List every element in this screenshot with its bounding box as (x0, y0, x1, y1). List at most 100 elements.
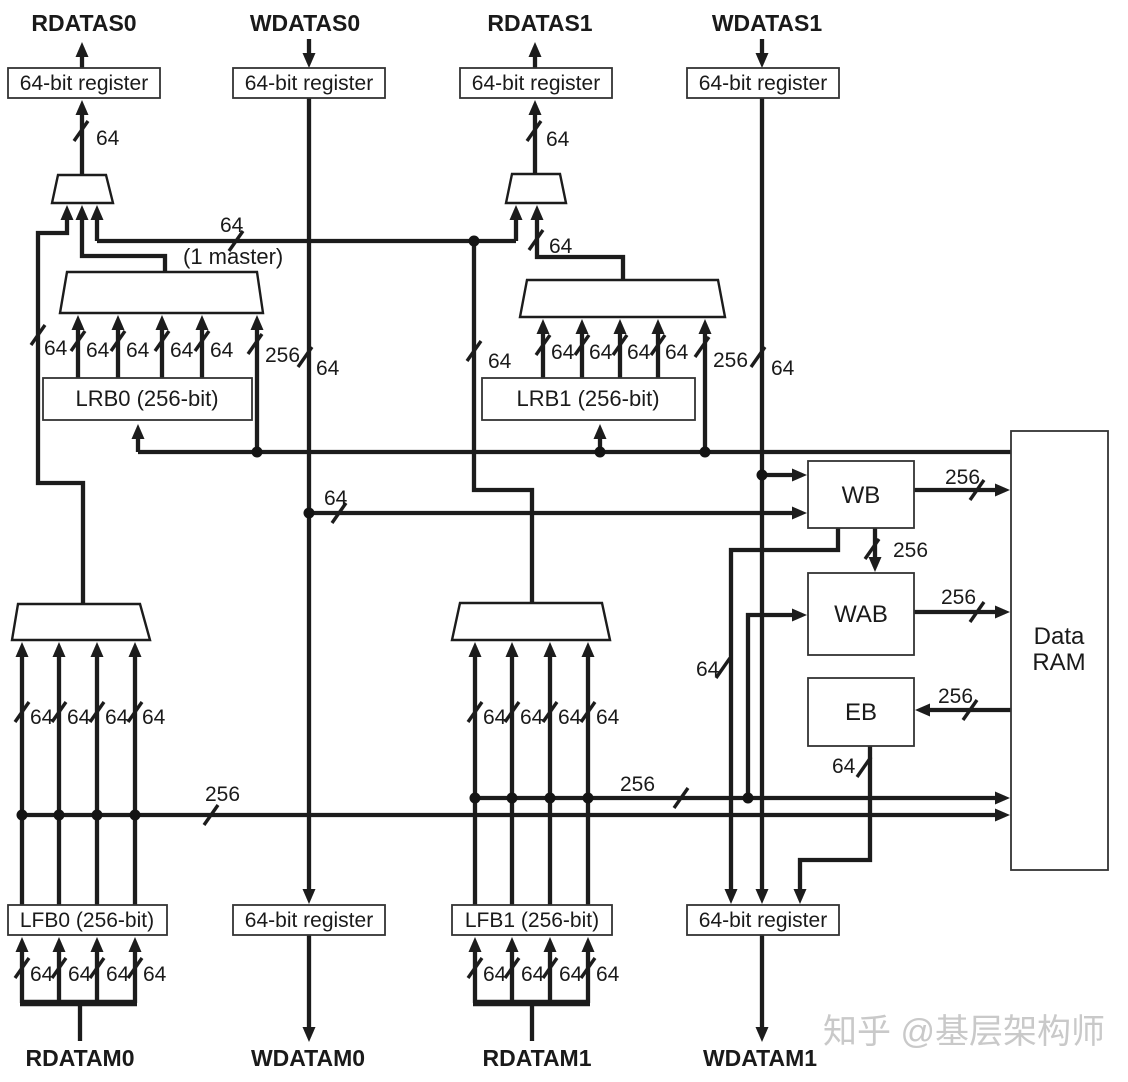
register-rdatas1-label: 64-bit register (472, 72, 600, 95)
register-rdatas0-box (7, 67, 161, 99)
register-wdatam1-label: 64-bit register (699, 909, 827, 932)
bus-slash (611, 334, 629, 356)
junction-dot (53, 809, 65, 821)
bus-slash (714, 657, 732, 679)
junction-dot (129, 809, 141, 821)
bus-width-label: 64 (68, 963, 92, 986)
register-wdatam1-box (686, 904, 840, 936)
register-wdatas0-label: 64-bit register (245, 72, 373, 95)
junction-dot (251, 446, 263, 458)
bus-width-label: 256 (941, 586, 976, 609)
bus-width-label: 256 (620, 773, 655, 796)
bus-slash (649, 334, 667, 356)
bus-slash (863, 538, 881, 560)
port-wdatas1: WDATAS1 (712, 10, 823, 36)
bus-width-label: 64 (126, 339, 150, 362)
bus-slash (88, 957, 106, 979)
bus-slash (330, 502, 348, 524)
eb-box (807, 677, 915, 747)
bus-slash (541, 957, 559, 979)
mux-lfb0 (10, 602, 152, 642)
eb-label: EB (845, 699, 877, 726)
bus-slash (466, 957, 484, 979)
bus-width-label: 256 (938, 685, 973, 708)
bus-width-labels: 64 64 64 64 64 64 64 64 64 64 64 64 64 64 64 64 64 64 64 64… (30, 127, 980, 986)
register-wdatas1-box (686, 67, 840, 99)
bus-slash (466, 701, 484, 723)
bus-width-label: 64 (316, 357, 340, 380)
bus-slash (672, 787, 690, 809)
wab-box (807, 572, 915, 656)
lfb1-label: LFB1 (256-bit) (465, 909, 599, 932)
wire-lrb1mux-to-s1mux (530, 205, 626, 280)
bus-width-label: 64 (170, 339, 194, 362)
bus-width-label: 256 (945, 466, 980, 489)
lrb1-label: LRB1 (256-bit) (516, 386, 659, 411)
bus-slash (153, 330, 171, 352)
bus-width-label: 64 (551, 341, 575, 364)
bus-width-label: 64 (627, 341, 651, 364)
bus-width-label: 64 (44, 337, 68, 360)
bus-slash (126, 701, 144, 723)
mux-lfb1 (450, 601, 612, 642)
bus-slash (126, 957, 144, 979)
mux-lrb1 (518, 278, 727, 319)
junction-dot (594, 446, 606, 458)
junction-dot (582, 792, 594, 804)
port-rdatas0: RDATAS0 (31, 10, 136, 36)
watermark-text: 知乎 @基层架构师 (823, 1013, 1105, 1051)
junction-dot (544, 792, 556, 804)
bus-slash (72, 120, 90, 142)
bus-width-label: 64 (30, 963, 54, 986)
bus-slash (246, 333, 264, 355)
junction-dot (699, 446, 711, 458)
bus-slash (69, 330, 87, 352)
wire-fill-to-wab (745, 608, 807, 798)
wire-lrb0mux-to-s0mux (75, 205, 168, 272)
junction-dot (506, 792, 518, 804)
port-rdatam1: RDATAM1 (482, 1045, 591, 1071)
bus-slash (13, 957, 31, 979)
register-wdatas0-box (232, 67, 386, 99)
bus-width-label: 64 (546, 128, 570, 151)
bus-width-label: 256 (713, 349, 748, 372)
bus-width-label: 64 (142, 706, 166, 729)
wb-box (807, 460, 915, 529)
bus-width-label: 64 (589, 341, 613, 364)
junction-dot (16, 809, 28, 821)
wire-lfb1mux-to-master (471, 241, 535, 603)
bus-width-label: 64 (596, 706, 620, 729)
bus-slash (227, 230, 245, 252)
lfb1-box (451, 904, 613, 936)
bus-width-label: 256 (893, 539, 928, 562)
bus-width-label: 64 (520, 706, 544, 729)
port-rdatas1: RDATAS1 (487, 10, 592, 36)
bus-width-label: 64 (549, 235, 573, 258)
boxes (7, 67, 1109, 936)
bus-slash (968, 479, 986, 501)
bus-width-label: 64 (106, 963, 130, 986)
bus-slash (541, 701, 559, 723)
one-master-note: (1 master) (183, 244, 283, 269)
wire-wb-to-reg-m1 (724, 528, 841, 904)
bus-slash (465, 340, 483, 362)
muxes (10, 172, 727, 642)
port-wdatas0: WDATAS0 (250, 10, 360, 36)
junction-dots (16, 235, 768, 821)
bus-width-label: 64 (488, 350, 512, 373)
bus-slash (855, 756, 873, 778)
bus-width-label: 64 (67, 706, 91, 729)
lrb0-label: LRB0 (256-bit) (75, 386, 218, 411)
bus-width-label: 256 (265, 344, 300, 367)
data-ram-label-line1: Data (1034, 623, 1085, 650)
port-wdatam1: WDATAM1 (703, 1045, 817, 1071)
bus-slash (534, 334, 552, 356)
bus-width-label: 64 (483, 963, 507, 986)
bus-width-label: 64 (558, 706, 582, 729)
junction-dot (469, 792, 481, 804)
wires (15, 39, 1011, 1042)
bus-slash (579, 701, 597, 723)
wb-label: WB (842, 482, 881, 509)
register-rdatas0-label: 64-bit register (20, 72, 148, 95)
